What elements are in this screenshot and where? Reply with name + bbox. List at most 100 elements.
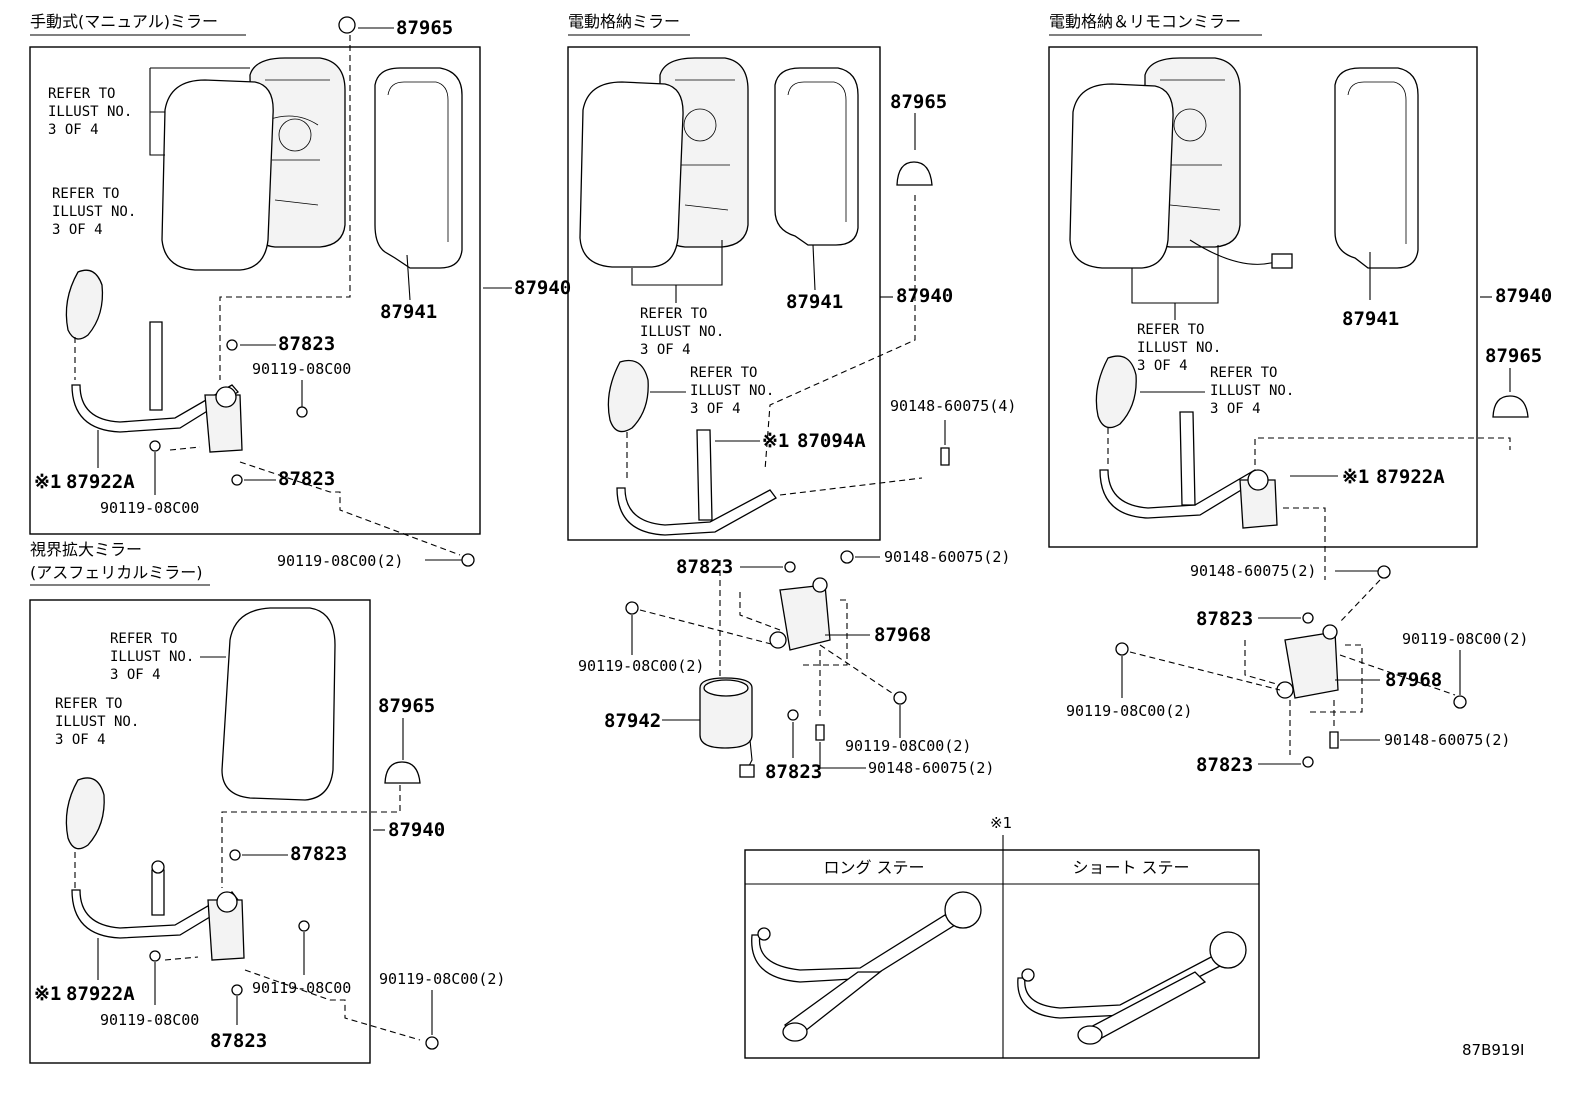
refer-text: 3 OF 4 — [1137, 358, 1188, 374]
wide-view-under-mirror — [65, 777, 105, 850]
note-mark: ※1 — [1342, 466, 1369, 488]
power-fold-under-mirror — [607, 359, 649, 433]
long-stay-drawing — [751, 891, 982, 1042]
refer-text: REFER TO — [110, 631, 177, 647]
part-label-87968: 87968 — [874, 624, 931, 646]
refer-text: REFER TO — [52, 186, 119, 202]
clip-87823-icon — [784, 561, 796, 573]
section-title-power-fold-remote: 電動格納＆リモコンミラー — [1049, 12, 1241, 31]
stay-table-col-short: ショート ステー — [1072, 858, 1189, 877]
part-label-87940: 87940 — [1495, 285, 1552, 307]
refer-text: ILLUST NO. — [1210, 383, 1294, 399]
refer-text: ILLUST NO. — [55, 714, 139, 730]
bolt-label-90148-x2: 90148-60075(2) — [868, 759, 994, 777]
section-title-power-fold: 電動格納ミラー — [568, 12, 680, 31]
part-label-87823: 87823 — [278, 333, 335, 355]
part-label-87823: 87823 — [1196, 754, 1253, 776]
bolt-label-90119-x2: 90119-08C00(2) — [845, 737, 971, 755]
note-mark: ※1 — [34, 983, 61, 1005]
bolt-label-90119-x2: 90119-08C00(2) — [578, 657, 704, 675]
bolt-icon — [1115, 642, 1129, 656]
remote-mirror-glass — [1069, 83, 1174, 269]
manual-under-mirror — [65, 269, 104, 340]
bolt-icon — [625, 601, 639, 615]
bolt-icon — [940, 447, 950, 466]
section-title-wide-view-1: 視界拡大ミラー — [30, 540, 142, 559]
bolt-label-90119-x2: 90119-08C00(2) — [379, 970, 505, 988]
part-label-87823: 87823 — [290, 843, 347, 865]
refer-text: 3 OF 4 — [52, 222, 103, 238]
refer-text: REFER TO — [55, 696, 122, 712]
refer-text: 3 OF 4 — [55, 732, 106, 748]
clip-87823-icon — [229, 849, 241, 861]
bolt-label-90148-x2: 90148-60075(2) — [1190, 562, 1316, 580]
part-label-87922a: 87922A — [66, 471, 135, 493]
refer-text: 3 OF 4 — [110, 667, 161, 683]
remote-under-mirror — [1095, 355, 1137, 429]
part-label-87940: 87940 — [388, 819, 445, 841]
power-fold-mirror-frame-87941 — [774, 67, 859, 246]
part-label-87940: 87940 — [514, 277, 571, 299]
part-label-87942: 87942 — [604, 710, 661, 732]
part-label-87922a: 87922A — [1376, 466, 1445, 488]
bolt-icon — [425, 1036, 439, 1050]
refer-text: ILLUST NO. — [690, 383, 774, 399]
part-label-87823: 87823 — [210, 1030, 267, 1052]
bolt-icon — [149, 440, 161, 452]
refer-text: ILLUST NO. — [640, 324, 724, 340]
refer-text: 3 OF 4 — [1210, 401, 1261, 417]
part-label-87823: 87823 — [676, 556, 733, 578]
bolt-icon — [296, 406, 308, 418]
bolt-label-90119-x2: 90119-08C00(2) — [277, 552, 403, 570]
short-stay-drawing — [1017, 931, 1247, 1045]
bolt-icon — [815, 724, 825, 741]
bolt-icon — [461, 553, 475, 567]
part-label-87823: 87823 — [278, 468, 335, 490]
bolt-icon — [840, 550, 854, 564]
part-label-87965: 87965 — [396, 17, 453, 39]
bolt-label-90148-x2: 90148-60075(2) — [1384, 731, 1510, 749]
manual-mirror-glass — [161, 79, 274, 271]
stay-table-mark: ※1 — [990, 814, 1012, 832]
refer-text: REFER TO — [48, 86, 115, 102]
refer-text: ILLUST NO. — [1137, 340, 1221, 356]
part-label-87941: 87941 — [380, 301, 437, 323]
refer-text: ILLUST NO. — [48, 104, 132, 120]
refer-text: REFER TO — [690, 365, 757, 381]
part-label-87094a: 87094A — [797, 430, 866, 452]
bolt-icon — [893, 691, 907, 705]
part-label-87968: 87968 — [1385, 669, 1442, 691]
wide-view-mirror-glass — [221, 607, 336, 801]
part-label-87965: 87965 — [890, 91, 947, 113]
bolt-label-90148-x2: 90148-60075(2) — [884, 548, 1010, 566]
refer-text: ILLUST NO. — [110, 649, 194, 665]
power-fold-hinge-87968 — [739, 577, 848, 666]
wide-view-mirror-box — [29, 599, 371, 1064]
stay-table-col-long: ロング ステー — [823, 858, 924, 877]
power-fold-mirror-box — [567, 46, 881, 541]
part-label-87965: 87965 — [1485, 345, 1542, 367]
part-label-87922a: 87922A — [66, 983, 135, 1005]
clip-87823-icon — [787, 709, 799, 721]
refer-text: 3 OF 4 — [690, 401, 741, 417]
cap-87965-icon — [384, 761, 421, 784]
figure-code: 87B919I — [1462, 1041, 1524, 1059]
bolt-label-90119: 90119-08C00 — [100, 499, 199, 517]
remote-mirror-frame-87941 — [1334, 67, 1419, 269]
part-label-87941: 87941 — [786, 291, 843, 313]
clip-87823-icon — [231, 984, 243, 996]
refer-text: ILLUST NO. — [52, 204, 136, 220]
note-mark: ※1 — [762, 430, 789, 452]
refer-text: REFER TO — [640, 306, 707, 322]
stay-table — [744, 849, 1260, 1059]
section-title-wide-view-2: (アスフェリカルミラー) — [30, 563, 203, 582]
refer-text: 3 OF 4 — [48, 122, 99, 138]
cap-87965-icon — [338, 16, 356, 34]
part-label-87823: 87823 — [1196, 608, 1253, 630]
remote-hinge-87968 — [1244, 624, 1363, 713]
part-label-87965: 87965 — [378, 695, 435, 717]
remote-stay-87922a — [1099, 469, 1262, 519]
bolt-label-90119: 90119-08C00 — [252, 360, 351, 378]
power-fold-mirror-glass — [579, 81, 684, 268]
